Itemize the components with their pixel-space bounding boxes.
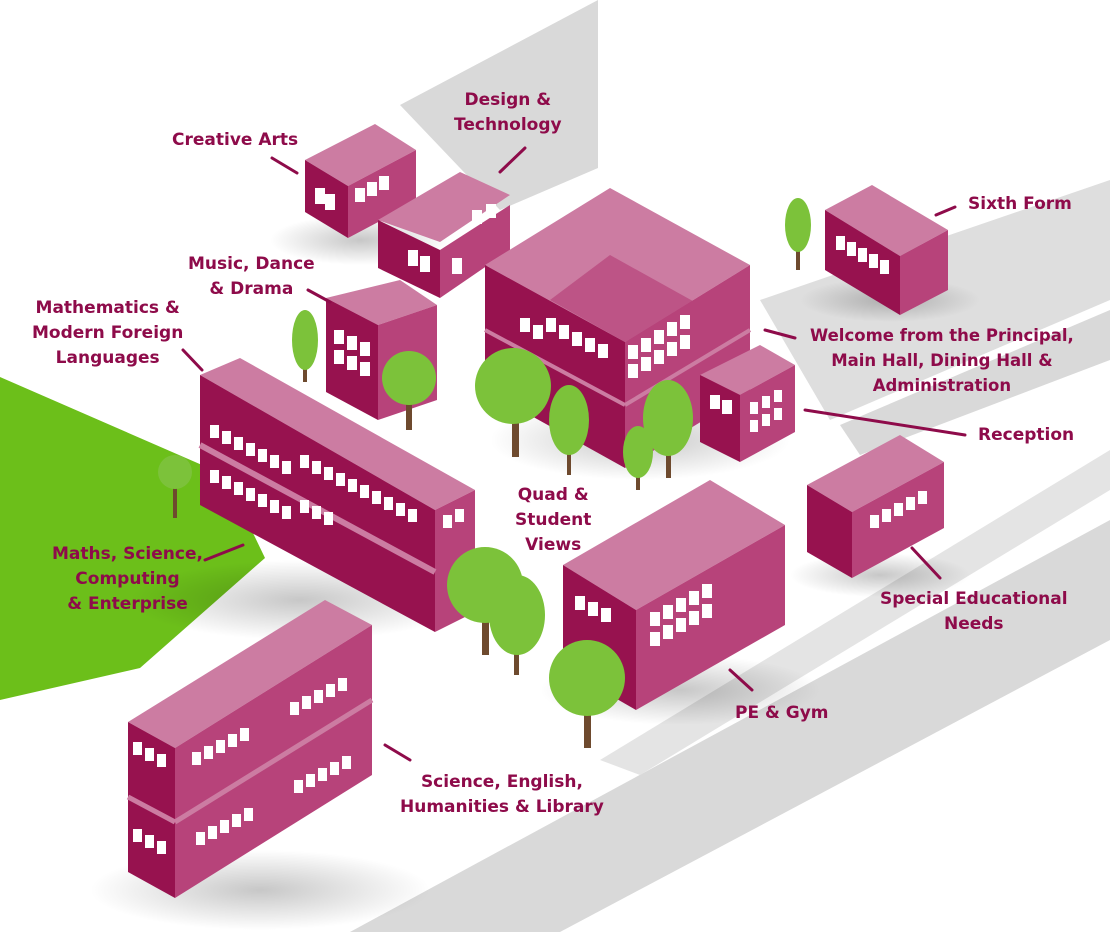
label-line: Sixth Form xyxy=(968,194,1072,214)
label-line: & Enterprise xyxy=(67,594,188,614)
label-maths-mfl[interactable]: Mathematics & Modern Foreign Languages xyxy=(32,296,183,371)
label-line: Modern Foreign xyxy=(32,323,184,343)
label-reception[interactable]: Reception xyxy=(978,423,1074,448)
label-line: Languages xyxy=(55,348,160,368)
label-line: Computing xyxy=(75,569,180,589)
leader-lines xyxy=(181,146,967,762)
label-line: Music, Dance xyxy=(188,254,315,274)
label-music-dance-drama[interactable]: Music, Dance & Drama xyxy=(188,252,315,302)
label-line: Technology xyxy=(454,115,562,135)
road-right-lower xyxy=(840,310,1110,455)
building-maths-mfl[interactable] xyxy=(198,358,475,632)
label-line: Reception xyxy=(978,425,1075,445)
label-quad-student-views[interactable]: Quad & Student Views xyxy=(515,483,591,558)
label-line: Design & xyxy=(464,90,552,110)
label-line: Main Hall, Dining Hall & xyxy=(831,351,1053,370)
label-line: Mathematics & xyxy=(35,298,180,318)
label-line: Special Educational xyxy=(880,589,1068,609)
label-line: Humanities & Library xyxy=(400,797,604,817)
label-line: Welcome from the Principal, xyxy=(810,326,1074,345)
building-design-technology[interactable] xyxy=(378,172,510,298)
label-line: Creative Arts xyxy=(172,130,299,150)
tree-icon xyxy=(785,198,811,270)
tree-icon xyxy=(549,385,589,475)
label-line: Quad & xyxy=(517,485,589,505)
label-special-educational-needs[interactable]: Special Educational Needs xyxy=(880,587,1068,637)
green-area xyxy=(0,377,265,700)
tree-icon xyxy=(292,310,318,382)
label-welcome-main-hall[interactable]: Welcome from the Principal, Main Hall, D… xyxy=(810,323,1074,398)
building-special-educational-needs[interactable] xyxy=(807,435,944,578)
tree-icon xyxy=(623,426,653,490)
tree-icon xyxy=(643,380,693,478)
label-pe-gym[interactable]: PE & Gym xyxy=(735,701,828,726)
label-sixth-form[interactable]: Sixth Form xyxy=(968,192,1072,217)
tree-icon xyxy=(549,640,625,748)
tree-icon xyxy=(158,455,192,518)
tree-icon xyxy=(382,351,436,430)
building-main-hall[interactable] xyxy=(484,188,752,468)
label-line: Student xyxy=(515,510,592,530)
label-maths-science-computing[interactable]: Maths, Science, Computing & Enterprise xyxy=(52,542,203,617)
label-line: & Drama xyxy=(209,279,294,299)
label-line: PE & Gym xyxy=(735,703,829,723)
road-bottom xyxy=(350,520,1110,932)
building-pe-gym[interactable] xyxy=(563,480,785,710)
tree-icon xyxy=(475,348,551,457)
label-line: Maths, Science, xyxy=(52,544,203,564)
trees xyxy=(158,198,811,748)
label-science-english-library[interactable]: Science, English, Humanities & Library xyxy=(400,770,604,820)
label-line: Needs xyxy=(943,614,1004,634)
label-line: Administration xyxy=(872,376,1012,395)
building-sixth-form[interactable] xyxy=(825,185,948,315)
label-design-technology[interactable]: Design & Technology xyxy=(454,88,562,138)
building-reception[interactable] xyxy=(700,345,795,462)
building-creative-arts[interactable] xyxy=(305,124,416,238)
label-line: Views xyxy=(525,535,582,555)
road-top xyxy=(400,0,598,210)
label-line: Science, English, xyxy=(420,772,583,792)
building-science-english-library[interactable] xyxy=(126,600,374,898)
label-creative-arts[interactable]: Creative Arts xyxy=(172,128,298,153)
tree-icon xyxy=(489,575,545,675)
